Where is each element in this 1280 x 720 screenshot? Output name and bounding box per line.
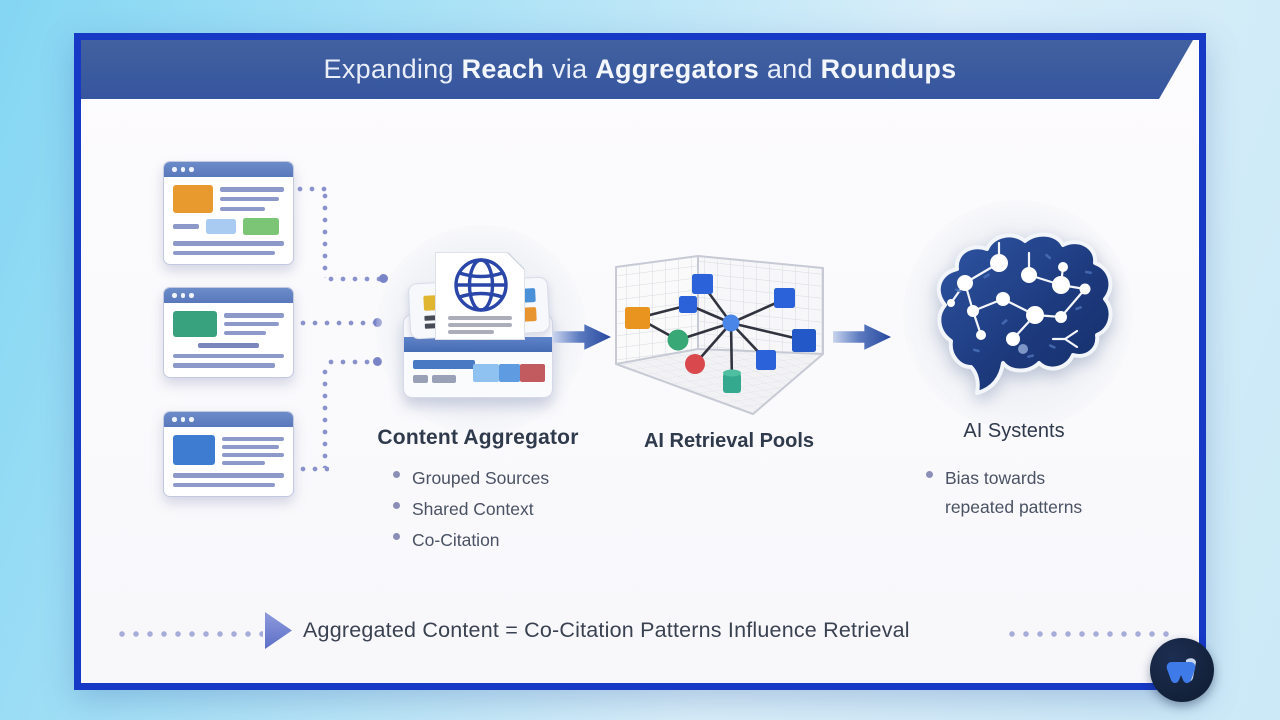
page-fold-icon (507, 253, 524, 270)
connector-dots (296, 185, 330, 193)
tag-placeholder (206, 219, 236, 234)
window-content (164, 427, 293, 496)
play-arrow-icon (265, 612, 292, 649)
window-titlebar (164, 412, 293, 427)
aggregator-bullet-list: Grouped Sources Shared Context Co-Citati… (393, 464, 549, 557)
page-title: Expanding Reach via Aggregators and Roun… (323, 54, 957, 84)
bullet-icon (926, 471, 933, 478)
connector-endpoint (379, 274, 388, 283)
list-item: Bias towards repeated patterns (926, 464, 1101, 522)
window-control-icon (180, 167, 185, 172)
image-placeholder (173, 185, 213, 213)
window-control-icon (180, 293, 185, 298)
logo-w-icon (1166, 658, 1196, 683)
image-placeholder (173, 311, 217, 337)
retrieval-pool-network-icon (615, 255, 824, 415)
connector-dots (321, 192, 329, 278)
window-control-icon (189, 417, 194, 422)
title-banner: Expanding Reach via Aggregators and Roun… (81, 40, 1199, 99)
connector-dots (299, 319, 373, 327)
footer-statement: Aggregated Content = Co-Citation Pattern… (303, 618, 910, 642)
content-aggregator-icon (401, 250, 581, 426)
globe-icon (436, 253, 526, 313)
aggregator-title: Content Aggregator (377, 426, 579, 449)
list-item: Co-Citation (393, 526, 549, 557)
image-placeholder (173, 435, 215, 465)
source-window-2 (163, 287, 294, 378)
list-item: Shared Context (393, 495, 549, 526)
connector-dots (321, 368, 329, 468)
bullet-icon (393, 533, 400, 540)
window-control-icon (189, 167, 194, 172)
bullet-icon (393, 502, 400, 509)
footer-dots-left (117, 629, 263, 639)
window-control-icon (189, 293, 194, 298)
footer-dots-right (1007, 629, 1169, 639)
source-window-1 (163, 161, 294, 265)
window-control-icon (172, 293, 177, 298)
document-icon (435, 252, 525, 340)
source-window-3 (163, 411, 294, 497)
window-content (164, 303, 293, 377)
brand-logo (1150, 638, 1214, 702)
window-control-icon (180, 417, 185, 422)
brain-icon (936, 232, 1113, 395)
connector-dots (299, 465, 329, 473)
window-titlebar (164, 288, 293, 303)
tag-placeholder (243, 218, 279, 235)
bullet-icon (393, 471, 400, 478)
slide-frame: Expanding Reach via Aggregators and Roun… (74, 33, 1206, 690)
search-bar-placeholder (413, 360, 475, 369)
window-titlebar (164, 162, 293, 177)
window-control-icon (172, 167, 177, 172)
window-control-icon (172, 417, 177, 422)
retrieval-pools-title: AI Retrieval Pools (643, 430, 815, 452)
connector-endpoint (373, 357, 382, 366)
window-content (164, 177, 293, 264)
ai-systems-title: AI Systents (963, 420, 1065, 442)
ai-systems-bullet-list: Bias towards repeated patterns (926, 464, 1101, 522)
connector-dots (327, 358, 375, 366)
list-item: Grouped Sources (393, 464, 549, 495)
connector-dots (327, 275, 381, 283)
